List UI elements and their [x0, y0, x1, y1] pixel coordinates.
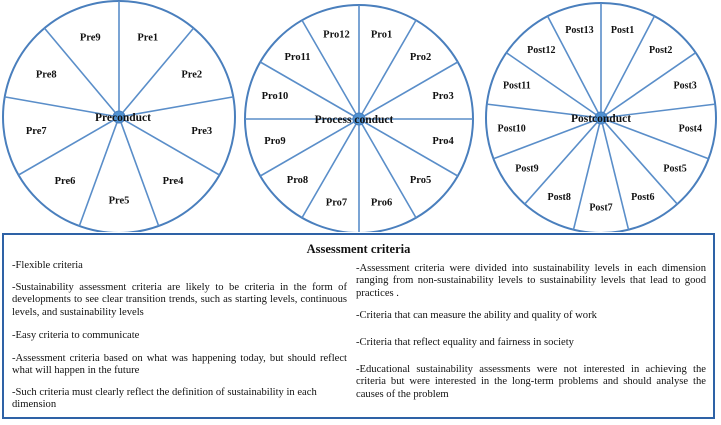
- segment-label-pre2: Pre2: [181, 70, 202, 81]
- criterion-definition-of-sustainability: -Such criteria must clearly reflect the …: [12, 387, 317, 411]
- segment-label-post10: Post10: [497, 123, 525, 134]
- criterion-long-term-problems: -Educational sustainability assessments …: [356, 364, 706, 400]
- segment-label-pre3: Pre3: [191, 126, 212, 137]
- wheel-spoke: [600, 15, 656, 119]
- wheel-spoke: [600, 117, 678, 205]
- segment-label-post13: Post13: [565, 25, 593, 36]
- wheel-spoke: [301, 118, 360, 219]
- wheel-spoke: [18, 116, 120, 176]
- segment-label-post5: Post5: [663, 164, 686, 175]
- criterion-sustainability-levels: -Assessment criteria were divided into s…: [356, 263, 706, 299]
- wheel-spoke: [600, 117, 709, 160]
- segment-label-pro2: Pro2: [410, 52, 431, 63]
- segment-label-pro3: Pro3: [432, 91, 453, 102]
- wheel-spoke: [505, 52, 602, 119]
- wheel-hub: [594, 111, 608, 125]
- segment-label-post7: Post7: [589, 203, 612, 214]
- wheel-center-label: Process conduct: [315, 114, 394, 126]
- assessment-criteria-title: Assessment criteria: [306, 242, 411, 256]
- wheel-spoke: [358, 61, 459, 120]
- wheel-spoke: [118, 116, 220, 176]
- wheel-spoke: [358, 19, 417, 120]
- wheel-spoke: [546, 15, 602, 119]
- wheel-spoke: [486, 103, 602, 119]
- wheel-spoke: [600, 52, 697, 119]
- wheel-spoke: [600, 117, 630, 230]
- wheel-spoke: [301, 19, 360, 120]
- criterion-easy-communicate: -Easy criteria to communicate: [12, 330, 140, 341]
- segment-label-pro4: Pro4: [432, 136, 454, 147]
- segment-label-post6: Post6: [631, 192, 654, 203]
- criterion-flexible: -Flexible criteria: [12, 260, 83, 271]
- segment-label-post2: Post2: [649, 45, 672, 56]
- segment-label-post11: Post11: [503, 81, 531, 92]
- segment-label-post1: Post1: [611, 25, 634, 36]
- segment-label-pro10: Pro10: [262, 91, 289, 102]
- segment-label-pre4: Pre4: [163, 176, 185, 187]
- wheel-hub: [352, 112, 366, 126]
- criterion-equality-fairness: -Criteria that reflect equality and fair…: [356, 337, 574, 348]
- criterion-today-and-future: -Assessment criteria based on what was h…: [12, 353, 347, 377]
- segment-label-pre7: Pre7: [26, 126, 47, 137]
- segment-label-pre9: Pre9: [80, 33, 101, 44]
- segment-label-pre8: Pre8: [36, 70, 57, 81]
- wheel-spoke: [118, 27, 195, 118]
- wheel-spoke: [524, 117, 602, 205]
- wheel-center-label: Postconduct: [571, 113, 631, 125]
- segment-label-pro8: Pro8: [287, 175, 308, 186]
- segment-label-pro9: Pro9: [264, 136, 285, 147]
- wheel-spoke: [358, 118, 417, 219]
- wheel-spoke: [118, 96, 234, 118]
- wheel-spoke: [600, 103, 716, 119]
- criterion-ability-quality: -Criteria that can measure the ability a…: [356, 310, 597, 321]
- segment-label-post12: Post12: [527, 45, 555, 56]
- segment-label-pre1: Pre1: [137, 33, 158, 44]
- segment-label-pre5: Pre5: [109, 196, 130, 207]
- segment-label-pro7: Pro7: [326, 198, 347, 209]
- segment-label-post4: Post4: [679, 123, 702, 134]
- segment-label-pro12: Pro12: [323, 29, 350, 40]
- segment-label-post9: Post9: [515, 164, 538, 175]
- wheel-spoke: [493, 117, 602, 160]
- segment-label-pro5: Pro5: [410, 175, 431, 186]
- segment-label-pro11: Pro11: [284, 52, 310, 63]
- segment-label-pro1: Pro1: [371, 29, 392, 40]
- wheel-spoke: [259, 61, 360, 120]
- wheel-spoke: [4, 96, 120, 118]
- wheel-spoke: [572, 117, 602, 230]
- segment-label-pro6: Pro6: [371, 198, 392, 209]
- segment-label-post3: Post3: [673, 81, 696, 92]
- wheel-hub: [112, 110, 126, 124]
- wheel-spoke: [259, 118, 360, 177]
- wheel-spoke: [358, 118, 459, 177]
- segment-label-pre6: Pre6: [55, 176, 76, 187]
- segment-label-post8: Post8: [548, 192, 571, 203]
- assessment-criteria-box: Assessment criteria -Flexible criteria -…: [2, 233, 715, 419]
- wheel-spoke: [118, 116, 160, 227]
- criterion-development-trends: -Sustainability assessment criteria are …: [12, 282, 347, 318]
- wheel-center-label: Preconduct: [95, 112, 151, 124]
- wheel-spoke: [78, 116, 120, 227]
- wheel-spoke: [43, 27, 120, 118]
